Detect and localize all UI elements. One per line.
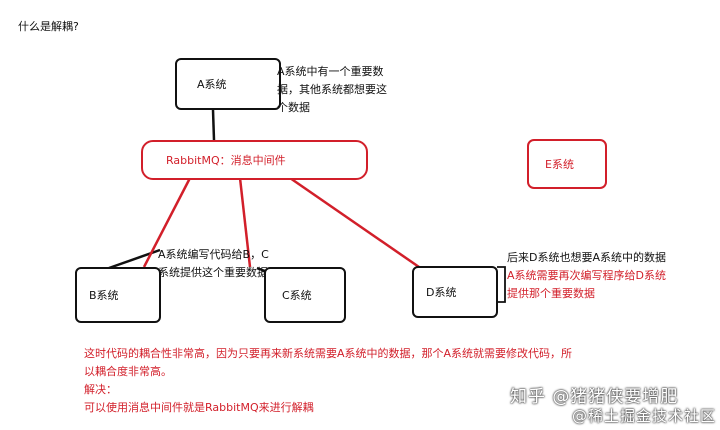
node-b-system: B系统 xyxy=(75,267,161,323)
node-d-system: D系统 xyxy=(412,266,498,318)
a-note-line: A系统中有一个重要数 xyxy=(277,65,384,78)
a-note-line: 个数据 xyxy=(277,101,310,114)
d-note: 后来D系统也想要A系统中的数据 A系统需要再次编写程序给D系统 提供那个重要数据 xyxy=(507,249,666,303)
bc-note: A系统编写代码给B，C 系统提供这个重要数据 xyxy=(158,246,269,282)
d-note-red-line: A系统需要再次编写程序给D系统 xyxy=(507,269,666,282)
node-c-label: C系统 xyxy=(282,289,312,302)
bc-note-line: A系统编写代码给B，C xyxy=(158,248,269,261)
connector-mq-c xyxy=(238,177,252,268)
d-note-red-line: 提供那个重要数据 xyxy=(507,287,595,300)
node-a-label: A系统 xyxy=(197,78,227,91)
node-rabbitmq-label: RabbitMQ：消息中间件 xyxy=(166,154,286,167)
a-note-line: 据，其他系统都想要这 xyxy=(277,83,387,96)
page-title: 什么是解耦? xyxy=(18,20,79,33)
d-note-line: 后来D系统也想要A系统中的数据 xyxy=(507,251,666,264)
a-note: A系统中有一个重要数 据，其他系统都想要这 个数据 xyxy=(277,63,387,117)
node-d-label: D系统 xyxy=(426,286,457,299)
node-c-system: C系统 xyxy=(264,267,346,323)
node-rabbitmq: RabbitMQ：消息中间件 xyxy=(141,140,368,180)
node-b-label: B系统 xyxy=(89,289,119,302)
explanation-line: 解决： xyxy=(84,383,117,396)
bc-note-line: 系统提供这个重要数据 xyxy=(158,266,268,279)
explanation-line: 以耦合度非常高。 xyxy=(84,365,172,378)
explanation-line: 这时代码的耦合性非常高，因为只要再来新系统需要A系统中的数据，那个A系统就需要修… xyxy=(84,347,573,360)
node-a-system: A系统 xyxy=(175,58,281,110)
connector-mq-d xyxy=(289,176,420,269)
watermark-juejin: @稀土掘金技术社区 xyxy=(572,407,717,425)
connector-mq-b xyxy=(142,177,192,268)
explanation-line: 可以使用消息中间件就是RabbitMQ来进行解耦 xyxy=(84,401,314,414)
node-e-system: E系统 xyxy=(527,139,607,189)
connector-a-mq xyxy=(211,109,216,141)
d-note-connector xyxy=(497,266,506,303)
explanation-text: 这时代码的耦合性非常高，因为只要再来新系统需要A系统中的数据，那个A系统就需要修… xyxy=(84,345,572,417)
watermark-zhihu: 知乎 @猪猪侠要增肥 xyxy=(510,387,679,407)
node-e-label: E系统 xyxy=(545,158,574,171)
